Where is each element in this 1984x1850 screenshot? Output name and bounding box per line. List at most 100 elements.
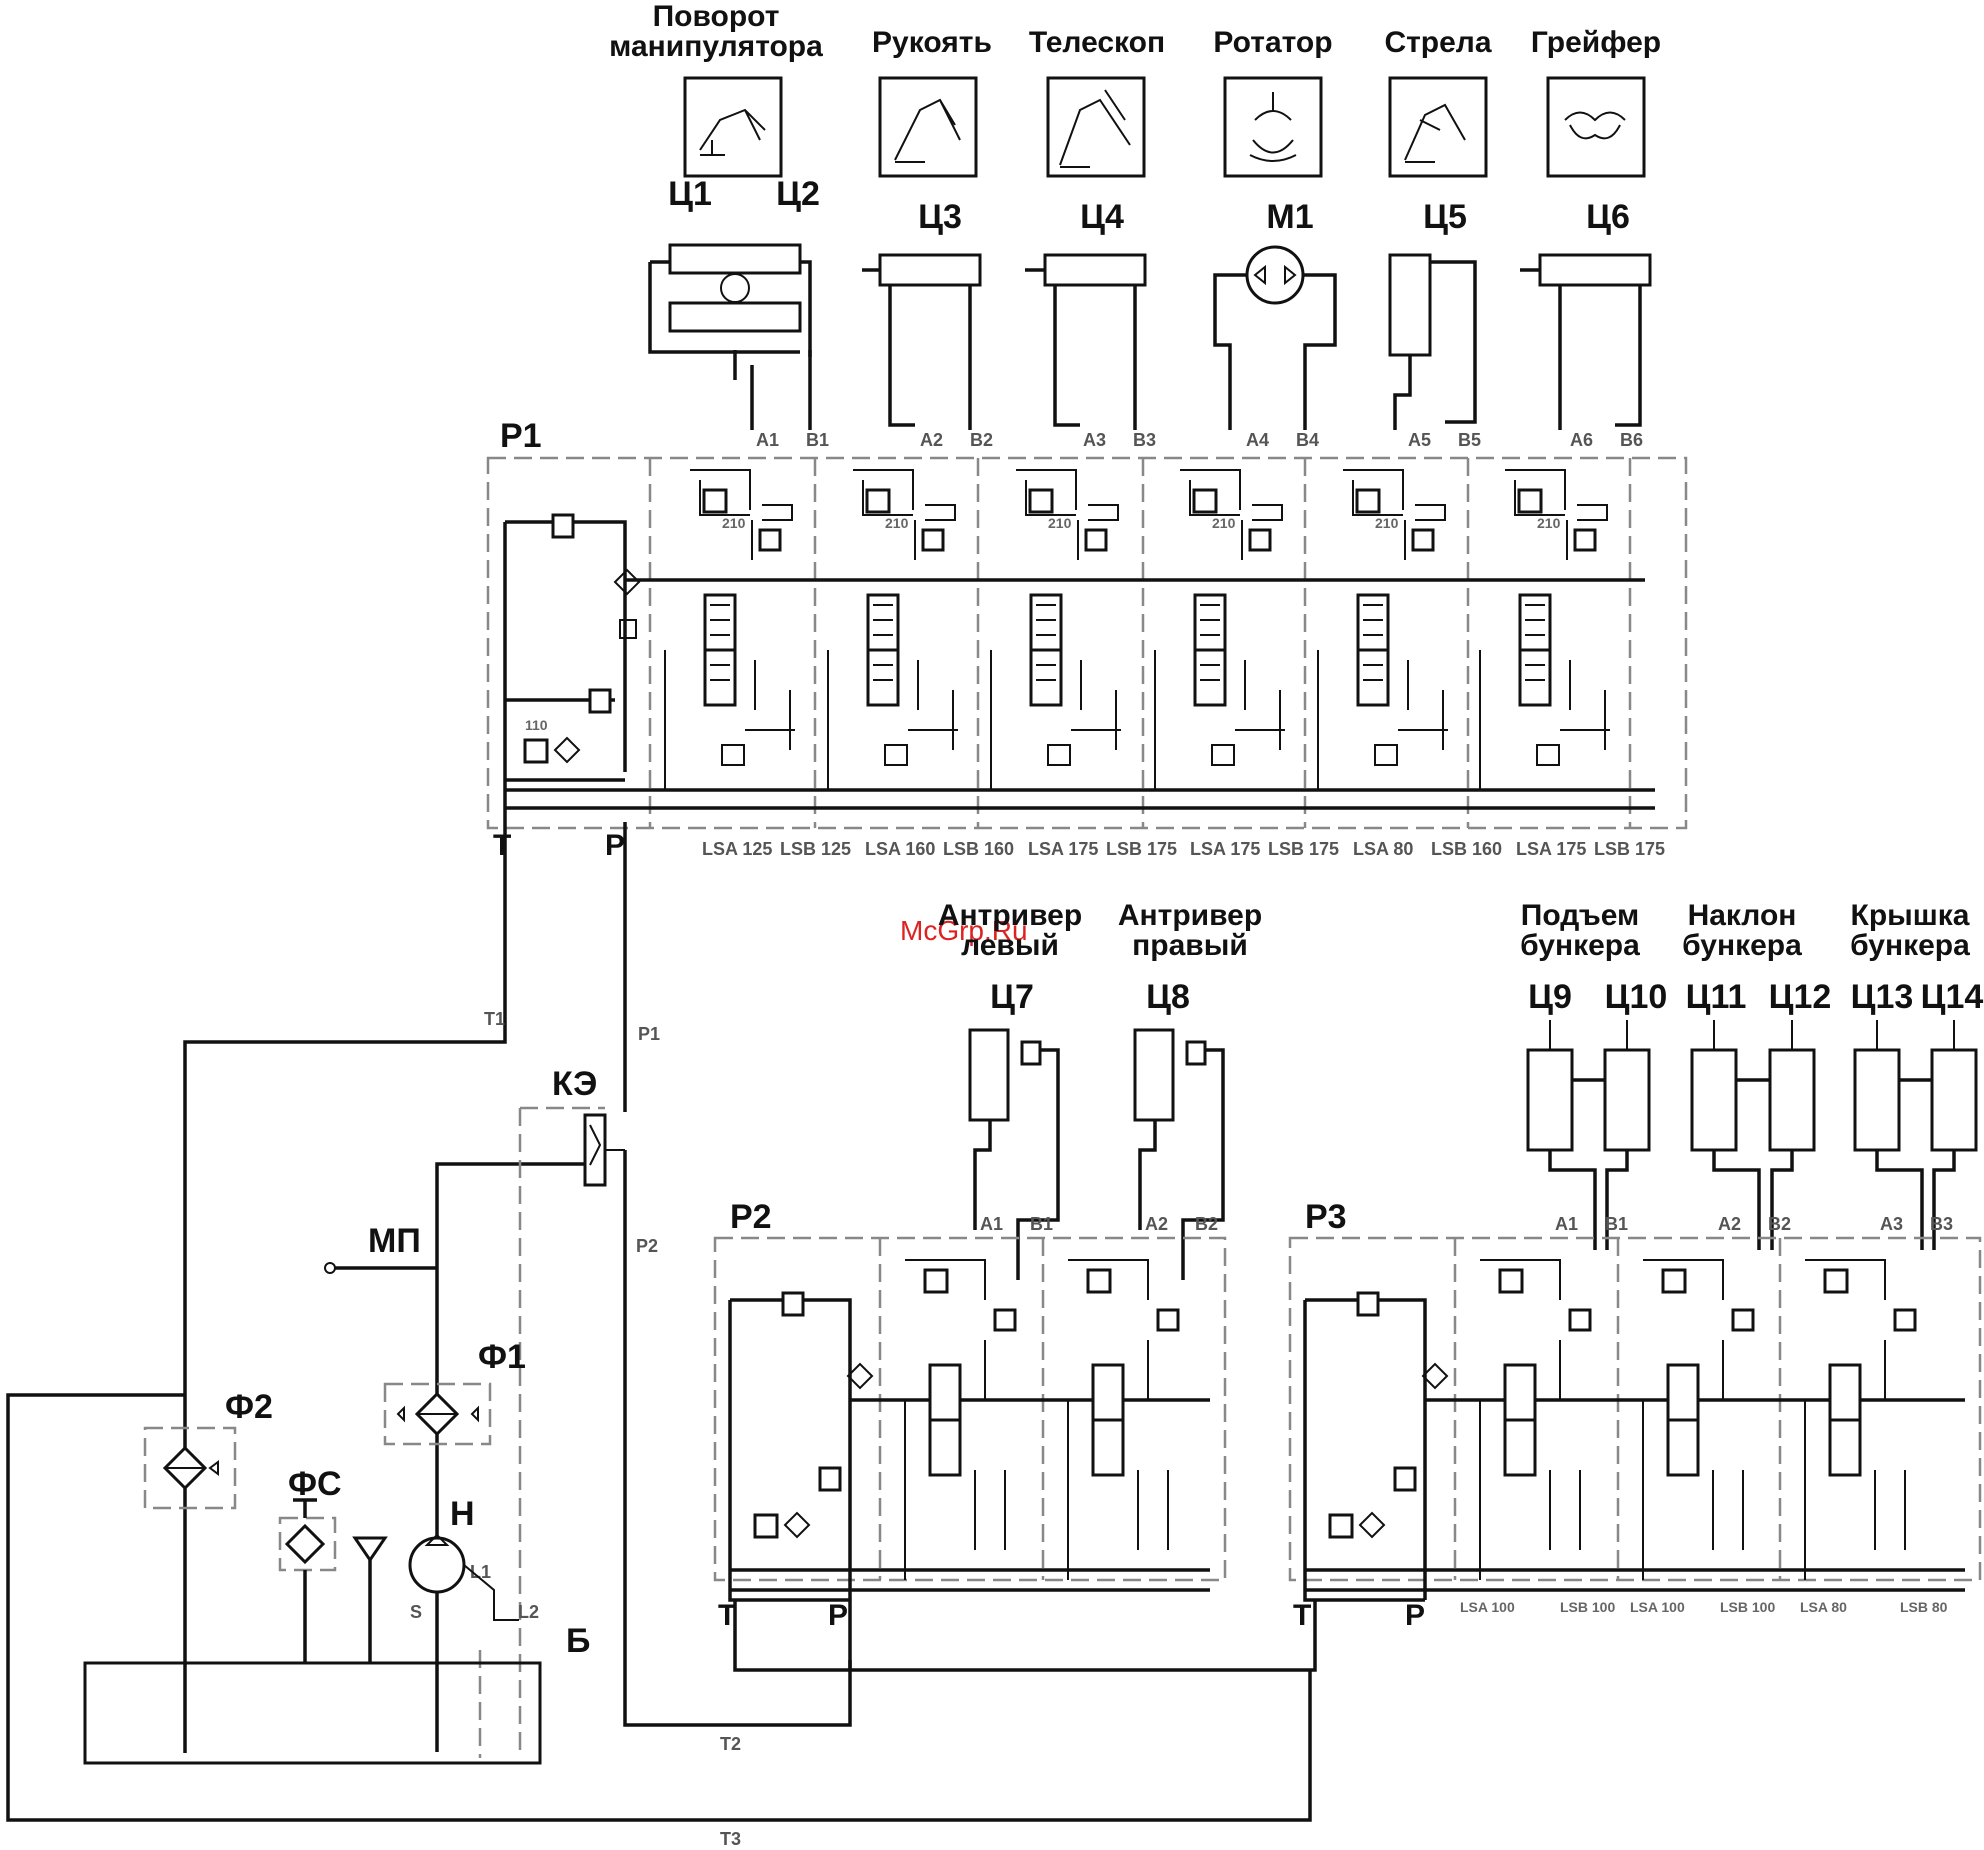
cyl-label-c3: Ц3 [918,198,962,236]
actuator-titles: Поворот манипулятора Рукоять Телескоп Ро… [609,0,1661,63]
cyl-label-c8: Ц8 [1146,978,1190,1016]
p3-ls-5: LSA 80 [1800,1599,1847,1615]
p1-port-a1: А1 [756,430,779,450]
p1-ls-b-3: LSB 175 [1106,839,1177,859]
actuator-icon-grapple [1546,76,1646,178]
breather-fs: ФС [278,1465,342,1663]
p1-port-a6: А6 [1570,430,1593,450]
actuator-icons [683,76,1646,178]
line-label-t2: Т2 [720,1734,741,1754]
line-label-s: S [410,1602,422,1622]
p1-section-3: 210 [990,469,1121,790]
level-gauge [352,1536,388,1663]
tank-label: Б [566,1622,590,1660]
watermark: McGrp.Ru [900,915,1028,946]
auger-right-line1: Антривер [1118,899,1262,932]
p1-port-a2: А2 [920,430,943,450]
bunker-1-line1: Подъем [1521,899,1640,932]
p3-p-port: Р [1405,1599,1425,1632]
p3-ls-3: LSA 100 [1630,1599,1685,1615]
p1-valve-value-5: 210 [1375,515,1399,531]
valve-block-p1: Р1 110 Т Р [486,417,1688,862]
actuator-title-6: Грейфер [1531,26,1661,59]
actuator-title-2: Рукоять [872,26,992,59]
p1-ls-a-1: LSA 125 [702,839,772,859]
p1-ls-a-6: LSA 175 [1516,839,1586,859]
p3-ls-4: LSB 100 [1720,1599,1775,1615]
p2-name: Р2 [730,1198,772,1236]
p1-ls-b-2: LSB 160 [943,839,1014,859]
p3-ls-2: LSB 100 [1560,1599,1615,1615]
bunker-cyl-pair-2 [1690,1020,1816,1250]
p3-port-a3: А3 [1880,1214,1903,1234]
p3-port-b3: В3 [1930,1214,1953,1234]
p3-port-a2: А2 [1718,1214,1741,1234]
p1-ls-labels: LSA 125 LSB 125 LSA 160 LSB 160 LSA 175 … [702,839,1665,859]
line-label-p1: Р1 [638,1024,660,1044]
bunker-1-line2: бункера [1520,929,1640,962]
tank [83,1661,542,1765]
p1-name: Р1 [500,417,542,455]
cylinder-c6 [1520,253,1652,430]
bunker-2-line1: Наклон [1688,899,1797,932]
p1-port-a4: А4 [1246,430,1269,450]
pump-h-label: Н [450,1495,475,1533]
p1-ls-a-5: LSA 80 [1353,839,1413,859]
actuator-icon-boom [1388,76,1488,178]
actuator-title-1a: Поворот [653,0,780,33]
p1-port-a3: А3 [1083,430,1106,450]
pump-h: Н [408,1495,519,1621]
actuator-title-3: Телескоп [1029,26,1165,59]
filter-f1: Ф1 [383,1338,526,1446]
cyl-label-c5: Ц5 [1423,198,1467,236]
bunker-3-line2: бункера [1850,929,1970,962]
actuator-icon-rotation [683,76,783,178]
top-cylinder-labels: Ц1 Ц2 Ц3 Ц4 М1 Ц5 Ц6 [668,175,1630,236]
cyl-label-c7: Ц7 [990,978,1034,1016]
p1-valve-value-4: 210 [1212,515,1236,531]
p1-ls-a-2: LSA 160 [865,839,935,859]
cyl-label-c11: Ц11 [1686,978,1747,1016]
top-cylinders [648,243,1652,430]
line-labels: Т1 Р1 Р2 Т2 Т3 L1 L2 S [410,1009,741,1849]
p3-port-b1: В1 [1605,1214,1628,1234]
p1-port-labels: А1 В1 А2 В2 А3 В3 А4 В4 А5 В5 А6 В6 [756,430,1643,450]
bunker-cyl-pair-3 [1853,1020,1978,1250]
bunker-labels: Подъем бункера Наклон бункера Крышка бун… [1520,899,1983,1016]
cyl-label-c12: Ц12 [1769,978,1832,1016]
bunker-2-line2: бункера [1682,929,1802,962]
line-label-p2: Р2 [636,1236,658,1256]
p2-port-b1: В1 [1030,1214,1053,1234]
filter-f2-label: Ф2 [225,1388,273,1426]
auger-left-line2: левый [961,929,1059,962]
p1-ls-a-4: LSA 175 [1190,839,1260,859]
p1-t-port: Т [493,829,511,862]
p1-port-b6: В6 [1620,430,1643,450]
p1-valve-value-2: 210 [885,515,909,531]
cyl-label-m1: М1 [1266,198,1313,236]
cyl-label-c1: Ц1 [668,175,712,213]
cylinder-c4 [1025,253,1147,430]
p1-ls-b-1: LSB 125 [780,839,851,859]
cyl-label-c9: Ц9 [1528,978,1572,1016]
main-piping [6,822,1317,1822]
mp-label: МП [368,1222,421,1260]
line-label-t3: Т3 [720,1829,741,1849]
p1-valve-value-1: 210 [722,515,746,531]
actuator-title-5: Стрела [1384,26,1491,59]
cyl-label-c6: Ц6 [1586,198,1630,236]
actuator-title-4: Ротатор [1213,26,1332,59]
p1-valve-value-6: 210 [1537,515,1561,531]
p2-section-2 [1067,1259,1180,1580]
p2-port-a1: А1 [980,1214,1003,1234]
p1-small-value: 110 [525,717,548,733]
p1-valve-value-3: 210 [1048,515,1072,531]
filter-f2: Ф2 [143,1388,273,1510]
p1-port-b2: В2 [970,430,993,450]
p1-sections: 210 210 210 [664,469,1610,790]
p3-section-1 [1479,1259,1592,1580]
auger-left-line1: Антривер [938,899,1082,932]
p3-port-b2: В2 [1768,1214,1791,1234]
p1-port-b3: В3 [1133,430,1156,450]
actuator-title-1b: манипулятора [609,30,823,63]
